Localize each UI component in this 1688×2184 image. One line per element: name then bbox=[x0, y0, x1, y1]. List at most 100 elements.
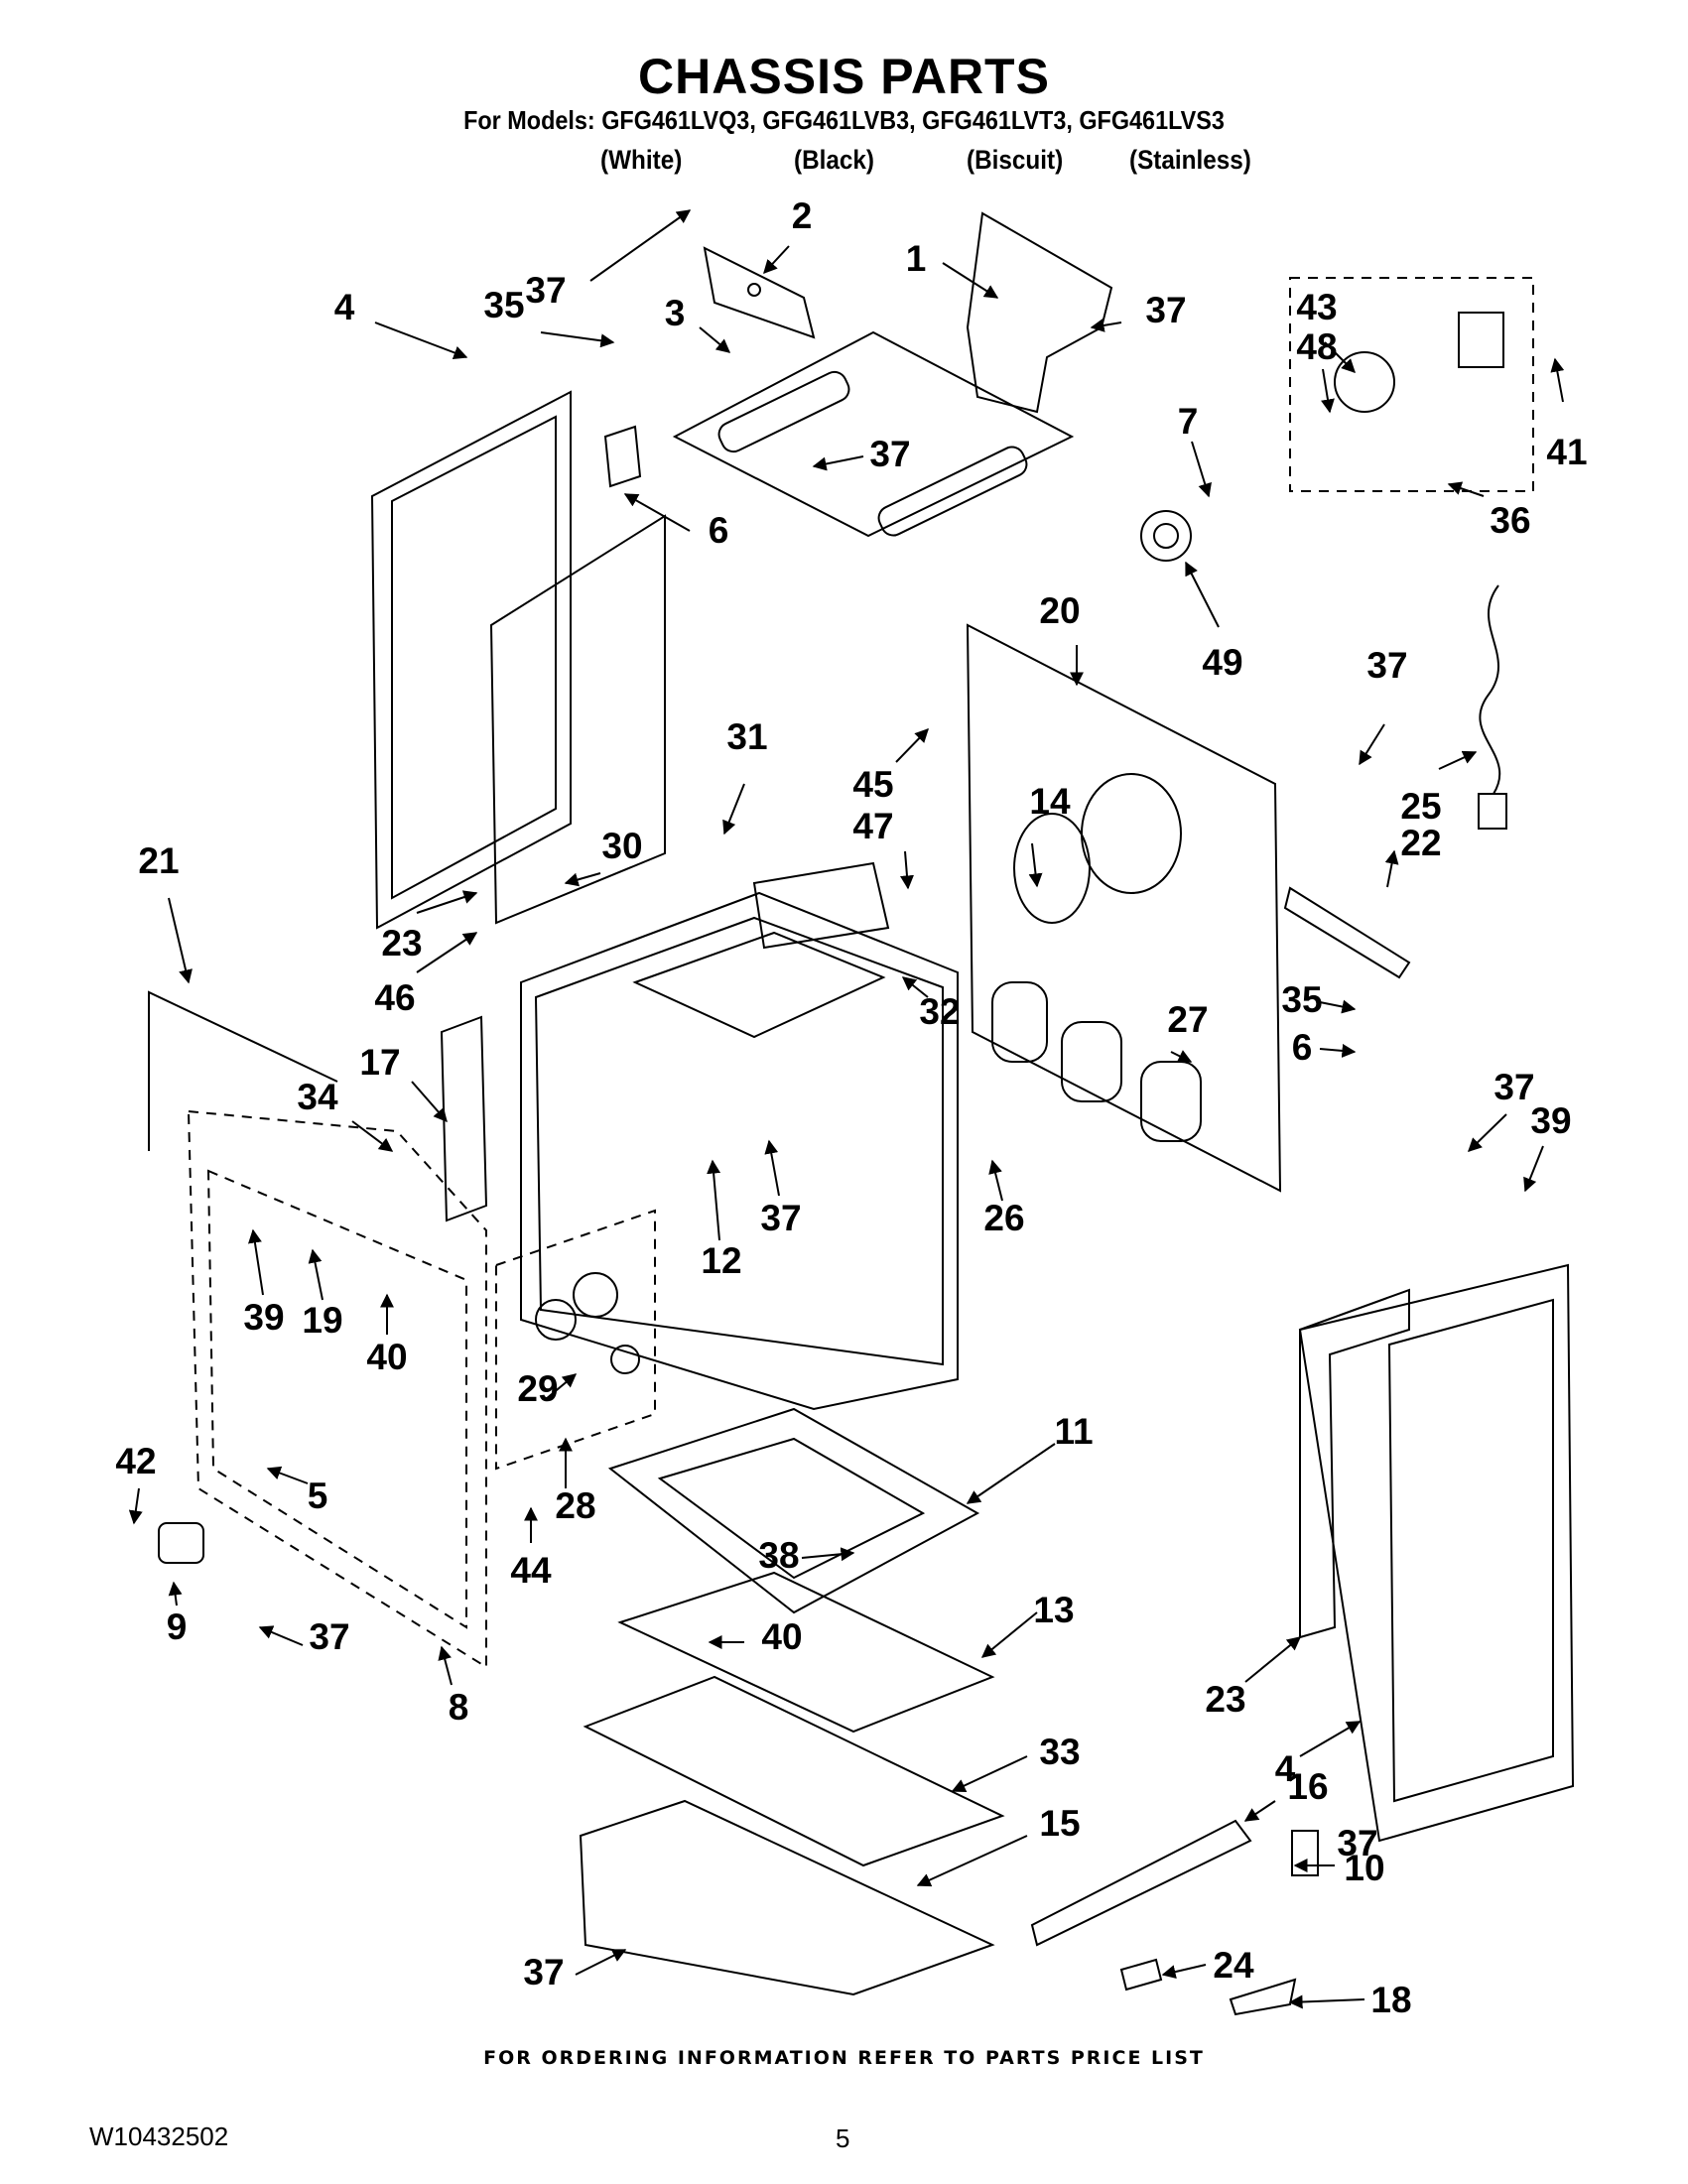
color-stainless: (Stainless) bbox=[1129, 145, 1251, 175]
callout-label: 42 bbox=[115, 1441, 156, 1481]
callout-label: 37 bbox=[309, 1616, 349, 1657]
callout-label: 17 bbox=[359, 1042, 400, 1083]
callout-label: 43 bbox=[1296, 287, 1337, 327]
rear-panel bbox=[966, 623, 1282, 1193]
callout-label: 6 bbox=[709, 510, 729, 551]
callout-label: 37 bbox=[760, 1198, 801, 1238]
callout-label: 3 bbox=[665, 293, 686, 333]
page-title: CHASSIS PARTS bbox=[638, 49, 1050, 104]
callout-label: 37 bbox=[1366, 645, 1407, 686]
bottom-panel bbox=[579, 1799, 995, 1996]
page-number: 5 bbox=[836, 2123, 850, 2153]
callout-label: 12 bbox=[701, 1240, 741, 1281]
callout-label: 21 bbox=[138, 840, 179, 881]
power-cord bbox=[1479, 584, 1501, 795]
fan-blade bbox=[1334, 351, 1395, 413]
callout-label: 37 bbox=[1145, 290, 1186, 330]
callout-label: 23 bbox=[381, 923, 422, 964]
callout-label: 45 bbox=[852, 764, 893, 805]
fan-motor bbox=[1458, 312, 1504, 368]
callout-label: 24 bbox=[1213, 1945, 1254, 1986]
callout-label: 14 bbox=[1029, 781, 1071, 822]
side-panel-right bbox=[1298, 1263, 1575, 1843]
color-biscuit: (Biscuit) bbox=[967, 145, 1064, 175]
drawer-13 bbox=[617, 1571, 995, 1734]
callout-label: 44 bbox=[510, 1550, 552, 1591]
broiler-tray bbox=[607, 1407, 980, 1614]
callout-label: 6 bbox=[1292, 1027, 1313, 1068]
rail-22 bbox=[1283, 886, 1411, 979]
callout-label: 36 bbox=[1490, 500, 1530, 541]
callout-label: 25 bbox=[1400, 786, 1441, 827]
callout-label: 15 bbox=[1039, 1803, 1080, 1844]
callout-label: 39 bbox=[1530, 1100, 1571, 1141]
front-frame bbox=[187, 1109, 487, 1669]
callout-label: 37 bbox=[1493, 1067, 1534, 1107]
callout-label: 26 bbox=[983, 1198, 1024, 1238]
bracket-2 bbox=[703, 246, 816, 339]
oven-cavity bbox=[520, 891, 959, 1411]
callout-label: 7 bbox=[1178, 401, 1199, 442]
bracket-6 bbox=[603, 425, 642, 488]
callout-label: 22 bbox=[1400, 823, 1441, 863]
callout-label: 37 bbox=[525, 270, 566, 311]
callout-label: 37 bbox=[523, 1952, 564, 1992]
gasket-21 bbox=[148, 990, 338, 1151]
callout-label: 30 bbox=[601, 826, 642, 866]
callout-label: 37 bbox=[869, 434, 910, 474]
callout-label: 46 bbox=[374, 977, 415, 1018]
callout-label: 31 bbox=[726, 716, 767, 757]
burner-cap bbox=[1140, 510, 1192, 562]
callout-label: 40 bbox=[761, 1616, 802, 1657]
callout-label: 9 bbox=[167, 1606, 188, 1647]
bracket-17 bbox=[440, 1015, 488, 1222]
part-drawings bbox=[148, 211, 1575, 2016]
callout-label: 39 bbox=[243, 1297, 284, 1338]
callout-label: 29 bbox=[517, 1368, 558, 1409]
callout-label: 37 bbox=[1337, 1823, 1377, 1863]
callout-label: 19 bbox=[302, 1300, 342, 1341]
callout-label: 5 bbox=[308, 1476, 328, 1516]
color-white: (White) bbox=[600, 145, 683, 175]
callout-label: 28 bbox=[555, 1485, 595, 1526]
callout-label: 2 bbox=[792, 195, 813, 236]
side-panel-left bbox=[370, 390, 572, 930]
callout-label: 4 bbox=[334, 287, 355, 327]
clip-24 bbox=[1119, 1958, 1163, 1991]
rail-16 bbox=[1030, 1819, 1252, 1947]
ordering-note: FOR ORDERING INFORMATION REFER TO PARTS … bbox=[483, 2047, 1205, 2069]
callout-label: 35 bbox=[1281, 979, 1322, 1020]
callout-label: 32 bbox=[919, 991, 960, 1032]
callout-label: 23 bbox=[1205, 1679, 1245, 1720]
callout-label: 33 bbox=[1039, 1732, 1080, 1772]
leader-lines bbox=[128, 209, 1565, 2009]
pan-33 bbox=[583, 1675, 1005, 1867]
callout-label: 4 bbox=[1275, 1748, 1296, 1789]
callout-label: 10 bbox=[1344, 1848, 1384, 1888]
callout-label: 18 bbox=[1370, 1980, 1411, 2020]
callout-label: 34 bbox=[297, 1077, 338, 1117]
callout-label: 27 bbox=[1167, 999, 1208, 1040]
valve-32 bbox=[752, 861, 890, 950]
callout-label: 38 bbox=[758, 1535, 799, 1576]
callout-label: 48 bbox=[1296, 326, 1337, 367]
document-number: W10432502 bbox=[89, 2121, 229, 2151]
leveling-leg bbox=[1291, 1830, 1319, 1876]
color-black: (Black) bbox=[794, 145, 875, 175]
callout-label: 8 bbox=[449, 1687, 469, 1728]
callout-label: 40 bbox=[366, 1337, 407, 1377]
callout-label: 11 bbox=[1054, 1411, 1093, 1452]
vent-duct bbox=[966, 211, 1113, 414]
callout-labels: 37 2 1 35 4 3 37 37 43 48 41 7 6 36 4 9 2… bbox=[115, 195, 1587, 2020]
ignitor-9 bbox=[158, 1522, 204, 1564]
callout-label: 1 bbox=[906, 238, 927, 279]
callout-label: 16 bbox=[1287, 1766, 1328, 1807]
callout-label: 35 bbox=[483, 285, 524, 325]
callout-label: 13 bbox=[1033, 1590, 1074, 1630]
insulation-left bbox=[489, 514, 666, 925]
support-panel bbox=[672, 330, 1075, 538]
model-list: For Models: GFG461LVQ3, GFG461LVB3, GFG4… bbox=[463, 105, 1225, 135]
callout-label: 41 bbox=[1546, 432, 1587, 472]
callout-label: 47 bbox=[852, 806, 893, 846]
